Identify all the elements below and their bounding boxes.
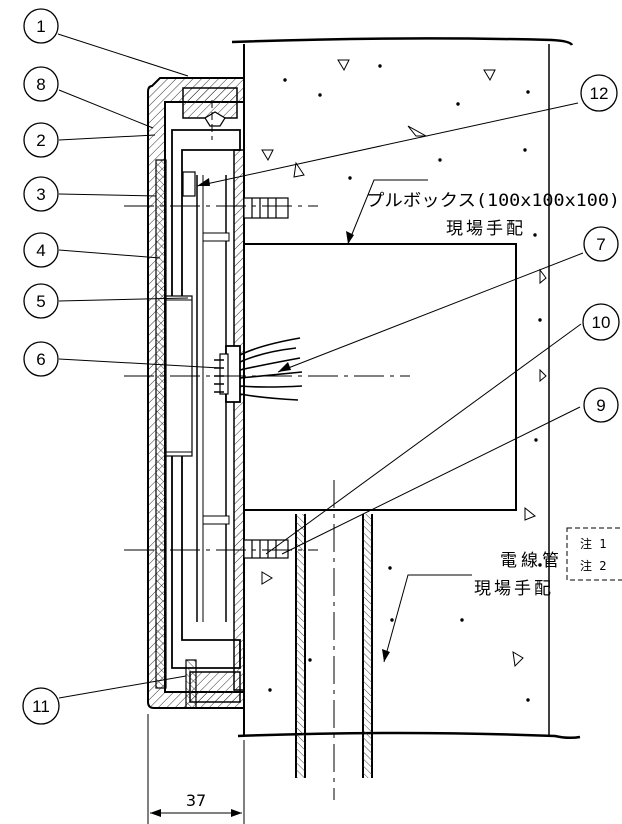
callout-5: 5 [23,283,59,319]
callout-10: 10 [582,303,620,341]
callout-1: 1 [23,8,59,44]
svg-text:3: 3 [36,185,45,204]
dimension-value: 37 [186,791,206,810]
note-1: 注 1 [580,536,606,551]
svg-text:5: 5 [36,292,45,311]
pull-box [243,243,517,511]
callout-8: 8 [23,66,59,102]
svg-text:6: 6 [36,350,45,369]
svg-text:8: 8 [36,75,45,94]
callout-2: 2 [23,122,59,158]
svg-text:2: 2 [36,131,45,150]
svg-text:10: 10 [592,313,611,332]
center-lines [124,100,410,551]
dimension-37 [147,714,245,824]
callout-6: 6 [23,341,59,377]
callout-3: 3 [23,176,59,212]
svg-text:9: 9 [596,396,605,415]
note-2: 注 2 [580,558,606,573]
pull-box-label: プルボックス(100x100x100) [366,191,620,211]
svg-text:4: 4 [36,241,45,260]
conduit-hatch [296,514,372,778]
callout-7: 7 [583,226,619,262]
note-box [566,527,622,581]
callout-12: 12 [580,74,618,112]
conduit-note: 現場手配 [474,579,554,599]
svg-text:1: 1 [36,17,45,36]
callout-9: 9 [583,387,619,423]
callout-11: 11 [22,687,60,725]
conduit-label: 電線管 [500,551,563,571]
svg-text:11: 11 [32,697,50,716]
leader-lines [57,33,584,699]
pull-box-note: 現場手配 [446,219,526,239]
dimension-arrows [150,809,242,817]
callout-4: 4 [23,232,59,268]
svg-text:12: 12 [590,84,609,103]
svg-text:7: 7 [596,235,605,254]
arrow-heads [197,178,390,662]
